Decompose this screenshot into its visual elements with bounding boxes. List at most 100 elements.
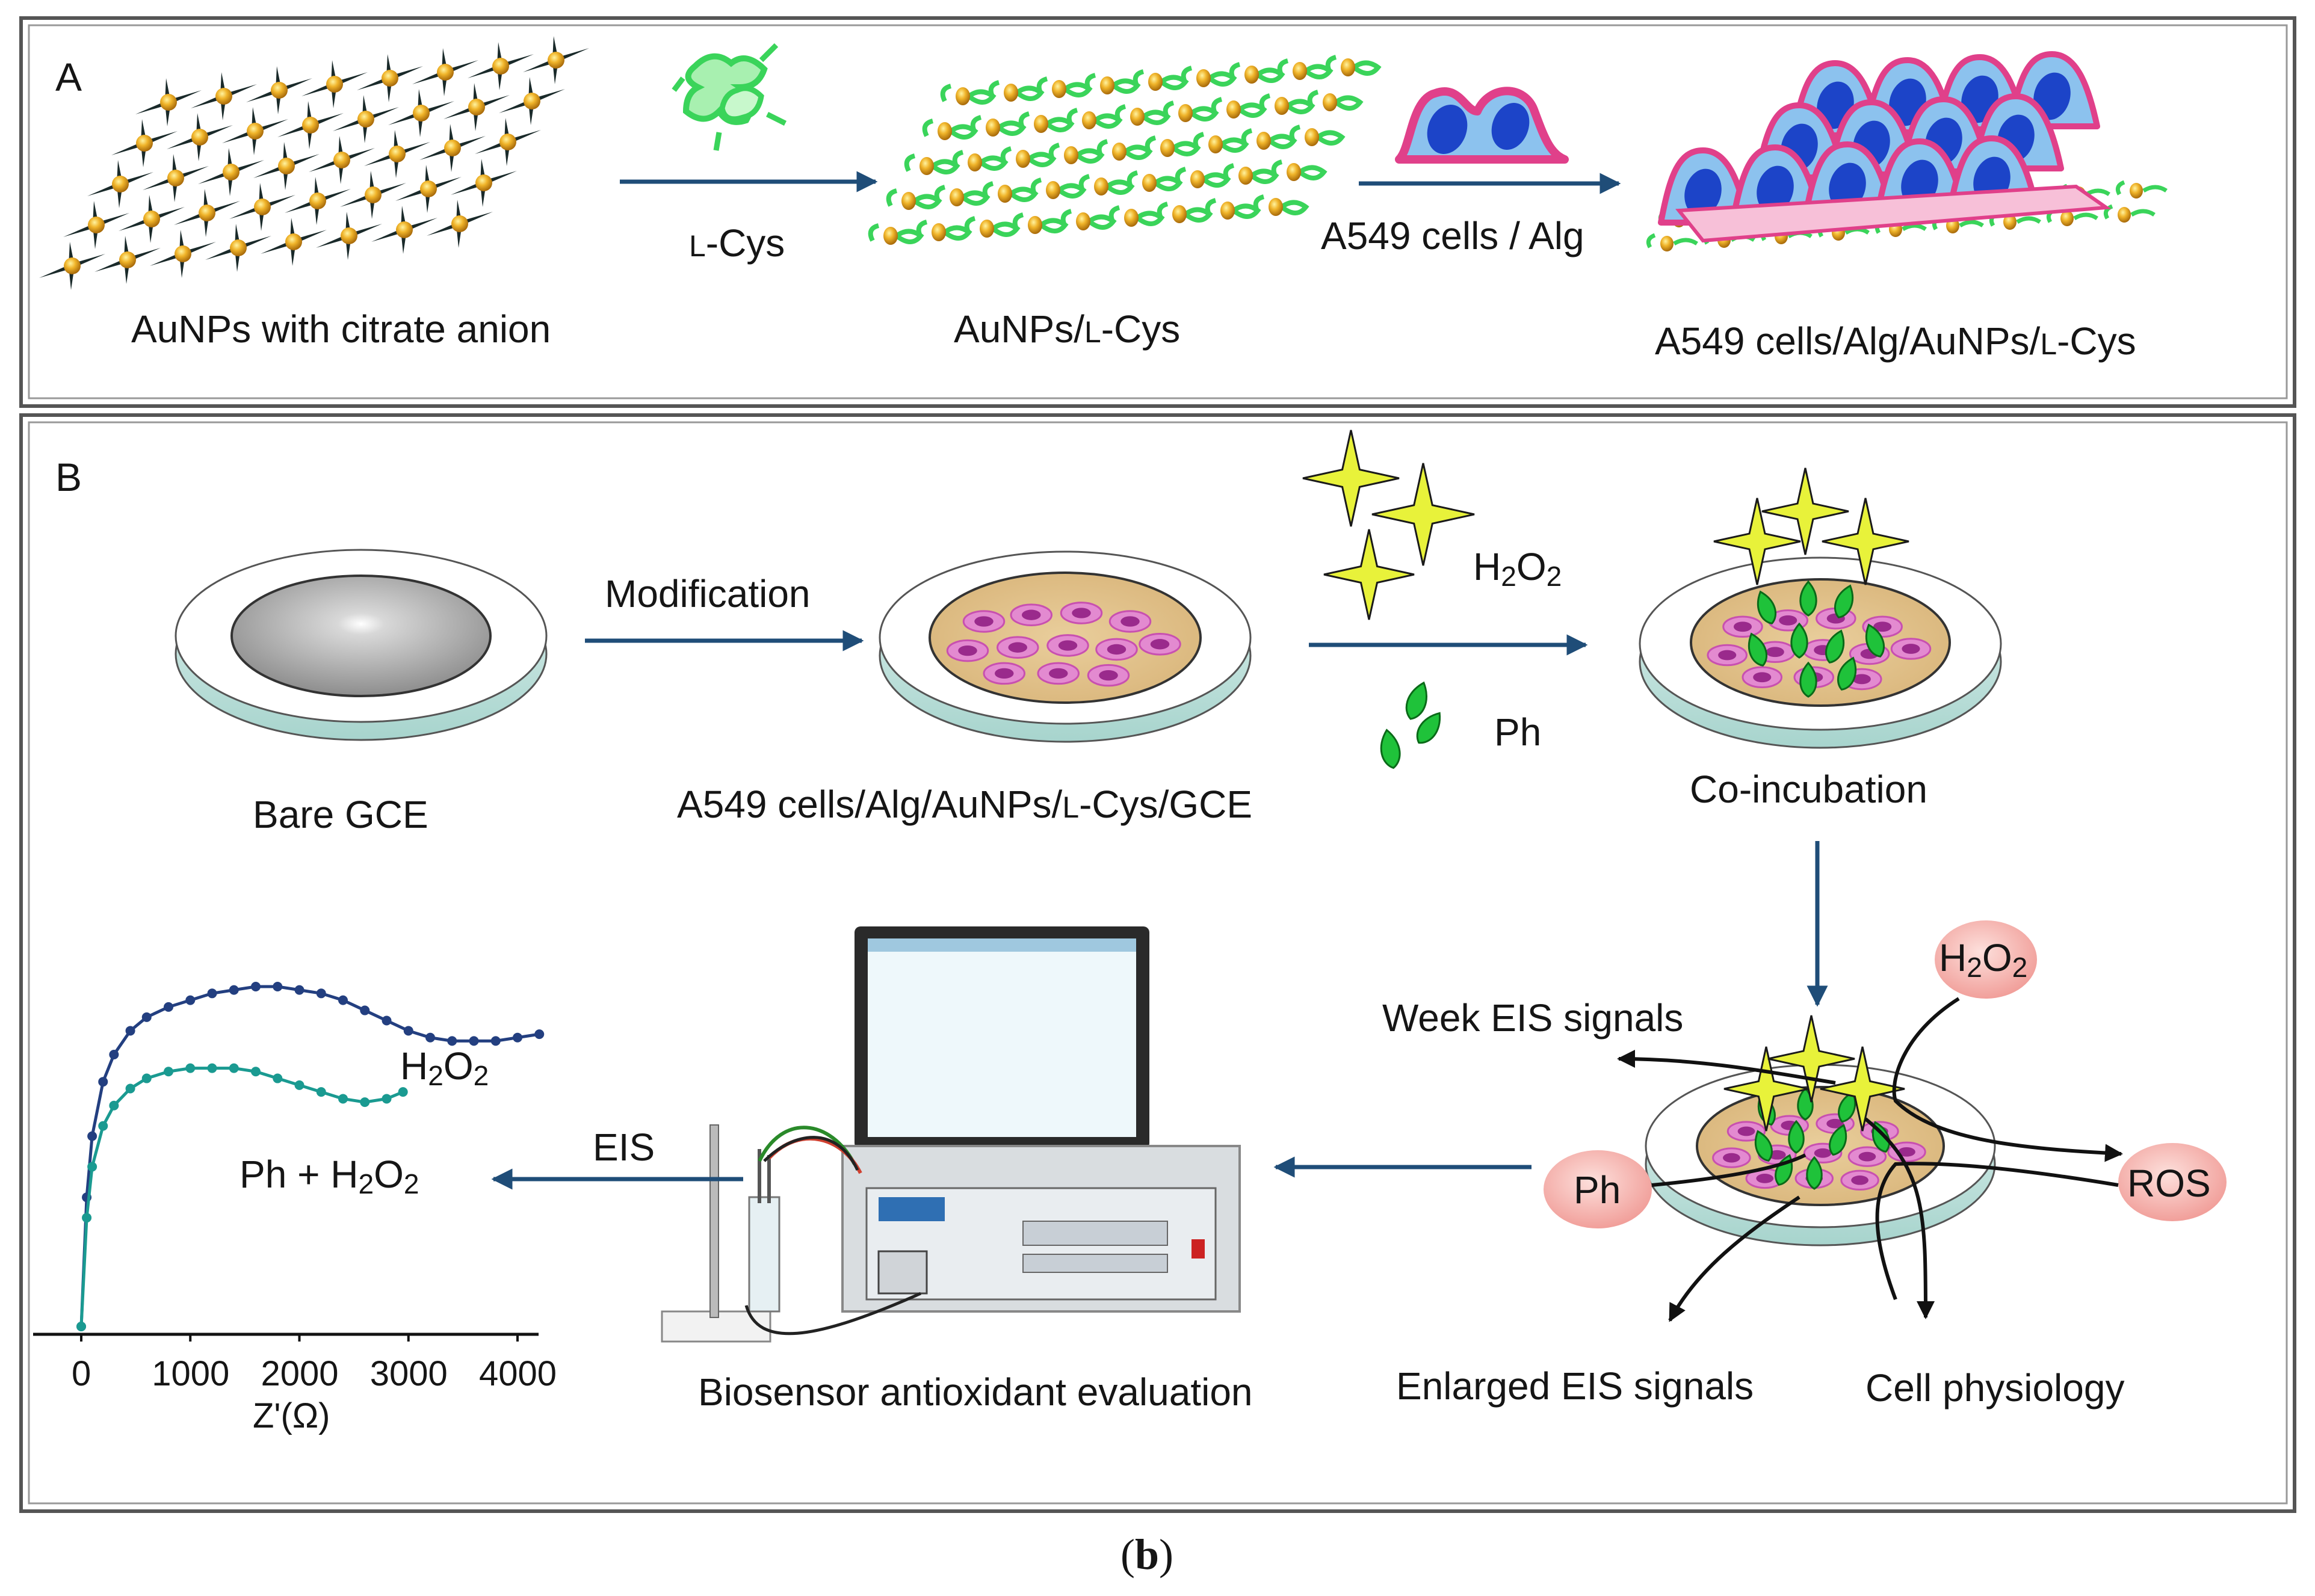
- h2o2-h: H: [1473, 545, 1501, 588]
- data-point: [207, 1063, 217, 1073]
- cell-icon: [1745, 1168, 1784, 1189]
- modified-post: -Cys/GCE: [1079, 783, 1253, 826]
- aunp-node: [229, 183, 295, 231]
- data-point: [273, 1073, 283, 1083]
- ph-bubble-label: Ph: [1574, 1168, 1621, 1212]
- curve1-sub1: 2: [428, 1060, 444, 1092]
- cys-node: [1127, 170, 1183, 192]
- cell-icon: [1060, 602, 1103, 624]
- data-point: [469, 1036, 479, 1046]
- data-point: [398, 1087, 408, 1097]
- cell-icon: [962, 610, 1006, 633]
- drop-icon: [1405, 681, 1427, 720]
- step2-pre: AuNPs/: [954, 307, 1084, 351]
- star-icon: [1820, 1046, 1905, 1132]
- modified-electrode-label: A549 cells/Alg/AuNPs/L-Cys/GCE: [677, 785, 1252, 824]
- cell-icon: [1847, 1146, 1887, 1167]
- cys-node: [1096, 139, 1153, 161]
- drop-icon: [1799, 661, 1817, 698]
- eis-series-1: [76, 982, 545, 1331]
- cys-node: [1325, 55, 1382, 76]
- data-point: [185, 1063, 196, 1073]
- cys-node: [1018, 111, 1075, 133]
- a549-cell-icon: [1395, 87, 1569, 164]
- data-point: [425, 1032, 435, 1043]
- aunp-node: [388, 89, 454, 137]
- x-tick-label: 4000: [479, 1354, 557, 1393]
- eis-series-2: [76, 1063, 408, 1331]
- cys-node: [1253, 194, 1309, 216]
- curve1-label: H2O2: [400, 1047, 489, 1089]
- coincubation-electrode: [1639, 467, 2002, 749]
- step3-sc: L: [2040, 327, 2057, 361]
- drop-icon: [1825, 629, 1844, 664]
- cys-node: [1205, 198, 1261, 220]
- aunp-node: [222, 107, 288, 155]
- aunp-node: [150, 230, 216, 278]
- data-point: [403, 1026, 413, 1036]
- cys-node: [904, 153, 960, 175]
- cys-node: [964, 216, 1021, 238]
- cell-icon: [1139, 633, 1181, 656]
- cys-node: [1012, 212, 1069, 234]
- drop-icon: [1838, 1091, 1856, 1123]
- star-icon: [1713, 498, 1801, 585]
- curve1-h: H: [400, 1044, 428, 1088]
- cell-physiology-label: Cell physiology: [1865, 1366, 2125, 1410]
- cys-node: [1211, 97, 1267, 119]
- aunp-node: [111, 119, 178, 167]
- star-icon: [1767, 1015, 1855, 1103]
- data-point: [82, 1213, 92, 1223]
- h2o2-b-sub1: 2: [1967, 952, 1982, 984]
- modified-sc: L: [1062, 790, 1080, 824]
- aunp-node: [63, 201, 129, 249]
- data-point: [316, 988, 326, 999]
- curve1-sub2: 2: [473, 1060, 489, 1092]
- aunp-node: [285, 177, 351, 225]
- aunp-node: [119, 195, 185, 243]
- aunp-node: [143, 154, 209, 202]
- data-point: [382, 1015, 392, 1026]
- data-point: [360, 1005, 370, 1015]
- cys-node: [1048, 143, 1105, 164]
- x-tick-label: 2000: [261, 1354, 339, 1393]
- star-icon: [1323, 529, 1415, 620]
- cys-node: [952, 150, 1009, 171]
- curve2-sub1: 2: [358, 1168, 374, 1200]
- aunp-node: [340, 171, 406, 219]
- figure-caption: (b): [1120, 1530, 1174, 1579]
- bare-gce-electrode: [175, 549, 548, 741]
- cys-node: [1241, 128, 1297, 150]
- cys-node: [970, 115, 1027, 137]
- panel-a-letter: A: [55, 55, 82, 99]
- cell-icon: [997, 636, 1039, 659]
- aunp-node: [333, 95, 399, 143]
- aunp-node: [451, 159, 517, 207]
- data-point: [294, 985, 304, 995]
- cell-icon: [1840, 1169, 1879, 1191]
- cell-icon: [1108, 610, 1152, 633]
- panel-a-frame: [19, 16, 2296, 408]
- l-cys-arrow-prefix: L: [689, 229, 706, 263]
- aunp-node: [191, 72, 257, 120]
- aunp-node: [475, 118, 541, 166]
- cell-icon: [1087, 664, 1130, 687]
- aunp-node: [371, 206, 437, 254]
- drop-icon: [1757, 590, 1777, 624]
- drop-icon: [1380, 729, 1401, 769]
- step2-sc: L: [1084, 315, 1101, 349]
- cell-icon: [1712, 1147, 1751, 1168]
- cell-sheet: [1675, 184, 2112, 243]
- curve2-sub2: 2: [403, 1168, 419, 1200]
- aunp-node: [246, 66, 312, 114]
- aunp-node: [444, 83, 510, 131]
- aunp-node: [94, 236, 161, 284]
- step3-label: A549 cells/Alg/AuNPs/L-Cys: [1655, 322, 2136, 360]
- cells-on-aunp-grid: [1646, 51, 2168, 251]
- curve2-o: O: [374, 1153, 404, 1196]
- data-point: [338, 995, 348, 1005]
- step2-label: AuNPs/L-Cys: [954, 310, 1180, 348]
- data-point: [534, 1029, 545, 1040]
- ph-drop-icons: [1380, 681, 1441, 769]
